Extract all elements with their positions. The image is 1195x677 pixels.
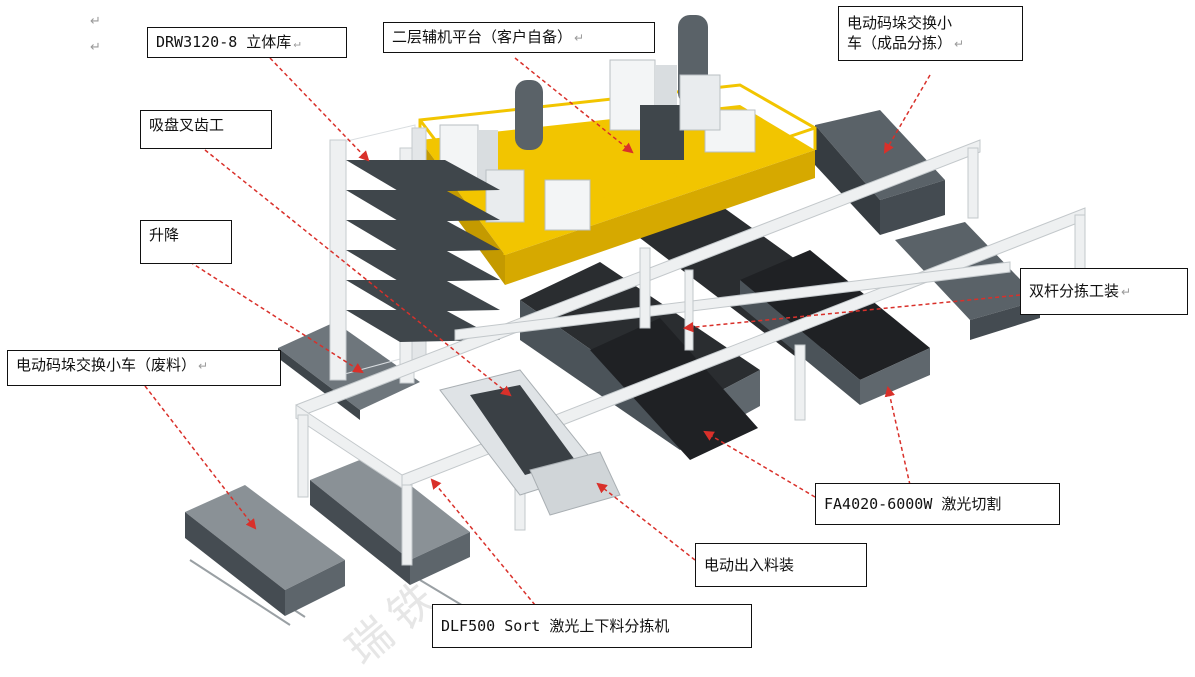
label-laser-cutter: FA4020-6000W 激光切割 bbox=[815, 483, 1060, 525]
laser-cutter-beds bbox=[520, 205, 930, 460]
pointer-feeder bbox=[596, 482, 696, 561]
label-suction-fork: 吸盘叉齿工 bbox=[140, 110, 272, 149]
label-text: FA4020-6000W 激光切割 bbox=[824, 495, 1002, 513]
label-sorter: DLF500 Sort 激光上下料分拣机 bbox=[432, 604, 752, 648]
label-text: 二层辅机平台（客户自备） bbox=[392, 28, 573, 46]
label-text: 吸盘叉齿工 bbox=[149, 116, 225, 134]
paragraph-mark: ↵ bbox=[198, 359, 209, 373]
gantry-frames bbox=[295, 139, 1086, 566]
label-finished-cart: 电动码垛交换小 车（成品分拣）↵ bbox=[838, 6, 1023, 61]
scrap-cart-left bbox=[185, 485, 345, 616]
production-line-illustration bbox=[185, 15, 1086, 641]
scrap-cart-right bbox=[310, 455, 470, 585]
label-text: 电动码垛交换小车（废料） bbox=[16, 356, 197, 374]
label-scrap-cart: 电动码垛交换小车（废料）↵ bbox=[7, 350, 281, 386]
pointer-lift bbox=[189, 261, 364, 374]
label-stereo-warehouse: DRW3120-8 立体库↵ bbox=[147, 27, 347, 58]
label-text: 电动码垛交换小 bbox=[847, 14, 953, 32]
label-mezzanine: 二层辅机平台（客户自备）↵ bbox=[383, 22, 655, 53]
label-lift: 升降 bbox=[140, 220, 232, 264]
paragraph-mark: ↵ bbox=[574, 31, 585, 45]
label-text: 升降 bbox=[149, 226, 180, 244]
paragraph-mark: ↵ bbox=[954, 37, 965, 51]
scrap-pallet bbox=[278, 322, 420, 420]
paragraph-mark: ↵ bbox=[293, 36, 301, 50]
feeder-unit bbox=[439, 369, 621, 516]
label-double-bar: 双杆分拣工装↵ bbox=[1020, 268, 1188, 315]
pointer-laser-cutter bbox=[703, 430, 816, 498]
paragraph-mark: ↵ bbox=[90, 40, 101, 55]
label-text: 双杆分拣工装 bbox=[1029, 282, 1120, 300]
label-text: 车（成品分拣） bbox=[847, 34, 953, 52]
paragraph-mark: ↵ bbox=[90, 14, 101, 29]
pointer-finished-cart bbox=[883, 74, 931, 154]
pointer-laser-cutter-2 bbox=[884, 385, 911, 486]
pointer-sorter bbox=[430, 478, 536, 606]
pointer-scrap-cart bbox=[144, 385, 257, 530]
paragraph-mark: ↵ bbox=[1121, 285, 1132, 299]
label-text: 电动出入料装 bbox=[704, 556, 795, 574]
mezzanine-equipment bbox=[439, 15, 756, 231]
label-feeder: 电动出入料装 bbox=[695, 543, 867, 587]
pointer-stereo-warehouse bbox=[269, 57, 370, 162]
pointer-arrows bbox=[144, 57, 1021, 606]
pointer-mezzanine bbox=[514, 57, 634, 154]
pointer-double-bar bbox=[682, 294, 1021, 333]
label-text: DRW3120-8 立体库 bbox=[156, 33, 292, 51]
label-text: DLF500 Sort 激光上下料分拣机 bbox=[441, 617, 670, 635]
pointer-suction-fork bbox=[204, 149, 512, 397]
